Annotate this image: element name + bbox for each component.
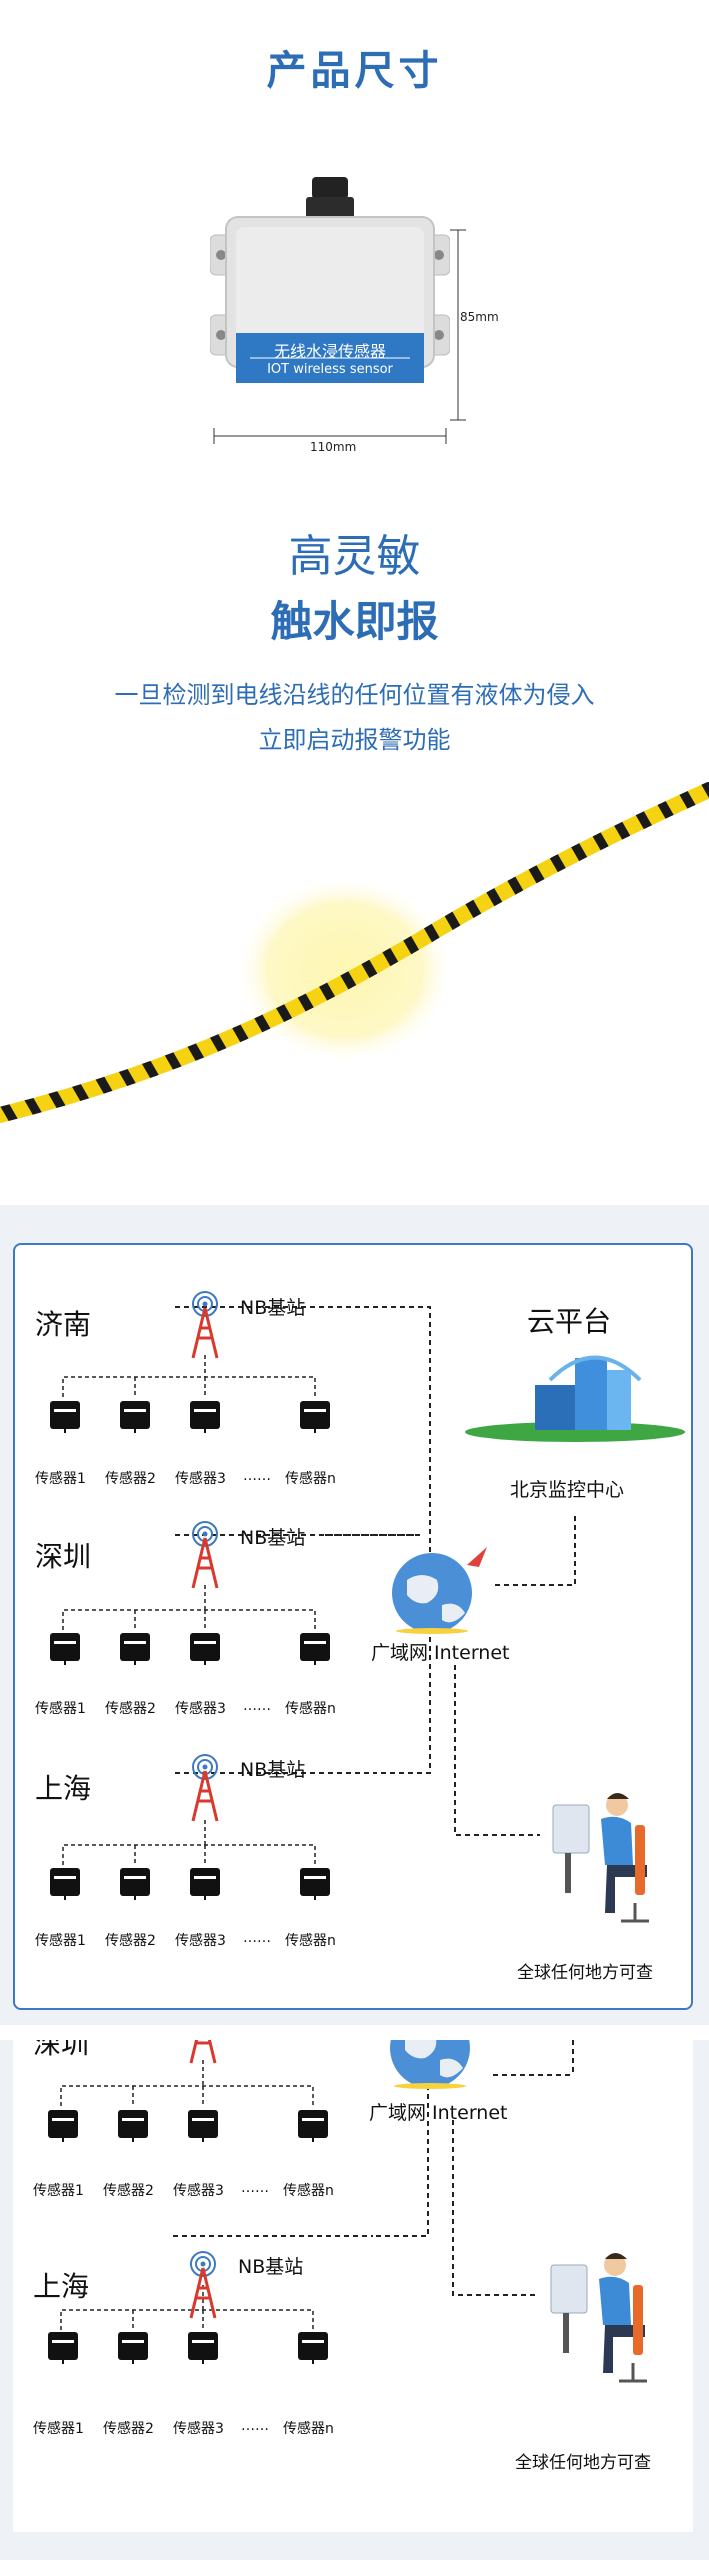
feature-description-1: 一旦检测到电线沿线的任何位置有液体为侵入 xyxy=(114,681,595,709)
nb-station-label: NB基站 xyxy=(238,2256,304,2278)
device-label-cn: 无线水浸传感器 xyxy=(273,342,386,361)
cloud-platform-title: 云平台 xyxy=(527,1305,612,1338)
sensor-label: 传感器n xyxy=(285,1933,336,1949)
sensor-label: 传感器1 xyxy=(35,1933,86,1949)
sensor-label: 传感器n xyxy=(285,1471,336,1487)
tower-icon xyxy=(189,2040,217,2064)
sensor-label: 传感器3 xyxy=(175,1701,226,1717)
product-section: 产品尺寸 无线水浸传感器 IOT wireless sensor 85mm 11… xyxy=(0,0,709,1180)
sensor-icon xyxy=(50,1868,80,1900)
anywhere-label: 全球任何地方可查 xyxy=(515,2453,651,2473)
feature-heading-2: 触水即报 xyxy=(270,597,439,646)
diagram-lines xyxy=(62,1306,576,1865)
sensor-row-3 xyxy=(35,1868,355,1908)
rocket-icon xyxy=(467,1547,487,1567)
ellipsis: …… xyxy=(243,1468,271,1484)
sensor-icon xyxy=(190,1633,220,1665)
sensor-icon xyxy=(300,1633,330,1665)
tower-icon xyxy=(191,1291,219,1359)
feature-description-2: 立即启动报警功能 xyxy=(258,726,451,754)
sensor-label: 传感器2 xyxy=(105,1933,156,1949)
sensor-icon xyxy=(120,1633,150,1665)
sensor-label: 传感器2 xyxy=(103,2421,154,2437)
network-diagram-panel: 济南 NB基站 传感器1 传感器2 传感器3 …… 传感器n 云平台 北京监控中… xyxy=(13,1243,693,2010)
sensor-icon xyxy=(118,2110,148,2142)
city-label-4: 上海 xyxy=(33,2270,90,2303)
internet-label: 广域网 Internet xyxy=(371,1642,510,1664)
network-diagram-section-duplicate: 深圳 传感器1 传感器2 传感器3 …… 传感器n 广域网 Internet 上… xyxy=(0,2040,709,2560)
nb-station-label: NB基站 xyxy=(240,1759,306,1781)
sensor-label: 传感器1 xyxy=(33,2183,84,2199)
sensor-label: 传感器n xyxy=(283,2183,334,2199)
tower-icon xyxy=(191,1521,219,1589)
width-dimension: 110mm xyxy=(310,440,357,454)
city-label-2: 深圳 xyxy=(35,1540,92,1573)
sensing-cable-image xyxy=(0,782,709,1123)
sensor-label: 传感器2 xyxy=(105,1701,156,1717)
sensor-icon xyxy=(50,1633,80,1665)
ellipsis: …… xyxy=(243,1930,271,1946)
gland-nut xyxy=(312,177,348,199)
sensor-label: 传感器2 xyxy=(105,1471,156,1487)
network-diagram-panel-partial: 深圳 传感器1 传感器2 传感器3 …… 传感器n 广域网 Internet 上… xyxy=(13,2040,693,2532)
sensor-icon xyxy=(120,1868,150,1900)
nb-station-label: NB基站 xyxy=(240,1297,306,1319)
ellipsis: …… xyxy=(241,2180,269,2196)
sensor-icon xyxy=(118,2332,148,2364)
tower-icon xyxy=(191,1754,219,1822)
height-dimension: 85mm xyxy=(460,310,499,324)
sensor-icon xyxy=(298,2332,328,2364)
tower-icon xyxy=(189,2251,217,2319)
sensor-label: 传感器3 xyxy=(173,2183,224,2199)
sensor-row-5 xyxy=(33,2332,353,2372)
sensor-icon xyxy=(300,1868,330,1900)
anywhere-label: 全球任何地方可查 xyxy=(517,1963,653,1983)
city-label-1: 济南 xyxy=(35,1308,92,1341)
internet-label: 广域网 Internet xyxy=(369,2102,508,2124)
product-size-title: 产品尺寸 xyxy=(266,48,443,94)
sensor-label: 传感器1 xyxy=(35,1471,86,1487)
cloud-building-icon xyxy=(465,1355,685,1442)
dimension-lines xyxy=(213,229,466,444)
city-label-3: 上海 xyxy=(35,1772,92,1805)
sensor-label: 传感器3 xyxy=(175,1471,226,1487)
sensor-device-image xyxy=(210,177,450,383)
ellipsis: …… xyxy=(243,1698,271,1714)
sensor-label: 传感器n xyxy=(283,2421,334,2437)
feature-heading-1: 高灵敏 xyxy=(288,531,421,582)
diagram-lines xyxy=(60,2040,574,2330)
monitoring-center-label: 北京监控中心 xyxy=(510,1479,625,1501)
city-label-partial: 深圳 xyxy=(33,2040,90,2060)
person-at-computer-icon xyxy=(552,1793,649,1923)
sensor-icon xyxy=(190,1401,220,1433)
sensor-icon xyxy=(188,2332,218,2364)
gland-base xyxy=(306,197,354,219)
globe-icon xyxy=(390,2040,470,2089)
sensor-label: 传感器1 xyxy=(35,1701,86,1717)
ellipsis: …… xyxy=(241,2418,269,2434)
sensor-icon xyxy=(300,1401,330,1433)
sensor-row-1 xyxy=(35,1401,355,1461)
sensor-row-4 xyxy=(33,2110,353,2150)
sensor-label: 传感器2 xyxy=(103,2183,154,2199)
sensor-label: 传感器3 xyxy=(175,1933,226,1949)
network-diagram-section: 济南 NB基站 传感器1 传感器2 传感器3 …… 传感器n 云平台 北京监控中… xyxy=(0,1205,709,2025)
sensor-icon xyxy=(48,2332,78,2364)
sensor-icon xyxy=(120,1401,150,1433)
sensor-icon xyxy=(190,1868,220,1900)
sensor-icon xyxy=(48,2110,78,2142)
person-at-computer-icon xyxy=(550,2253,647,2383)
sensor-icon xyxy=(188,2110,218,2142)
sensor-row-2 xyxy=(35,1633,355,1673)
sensor-label: 传感器n xyxy=(285,1701,336,1717)
device-label-en: IOT wireless sensor xyxy=(267,362,393,377)
sensor-label: 传感器1 xyxy=(33,2421,84,2437)
sensor-icon xyxy=(50,1401,80,1433)
sensor-label: 传感器3 xyxy=(173,2421,224,2437)
nb-station-label: NB基站 xyxy=(240,1527,306,1549)
sensor-icon xyxy=(298,2110,328,2142)
globe-icon xyxy=(392,1547,487,1634)
